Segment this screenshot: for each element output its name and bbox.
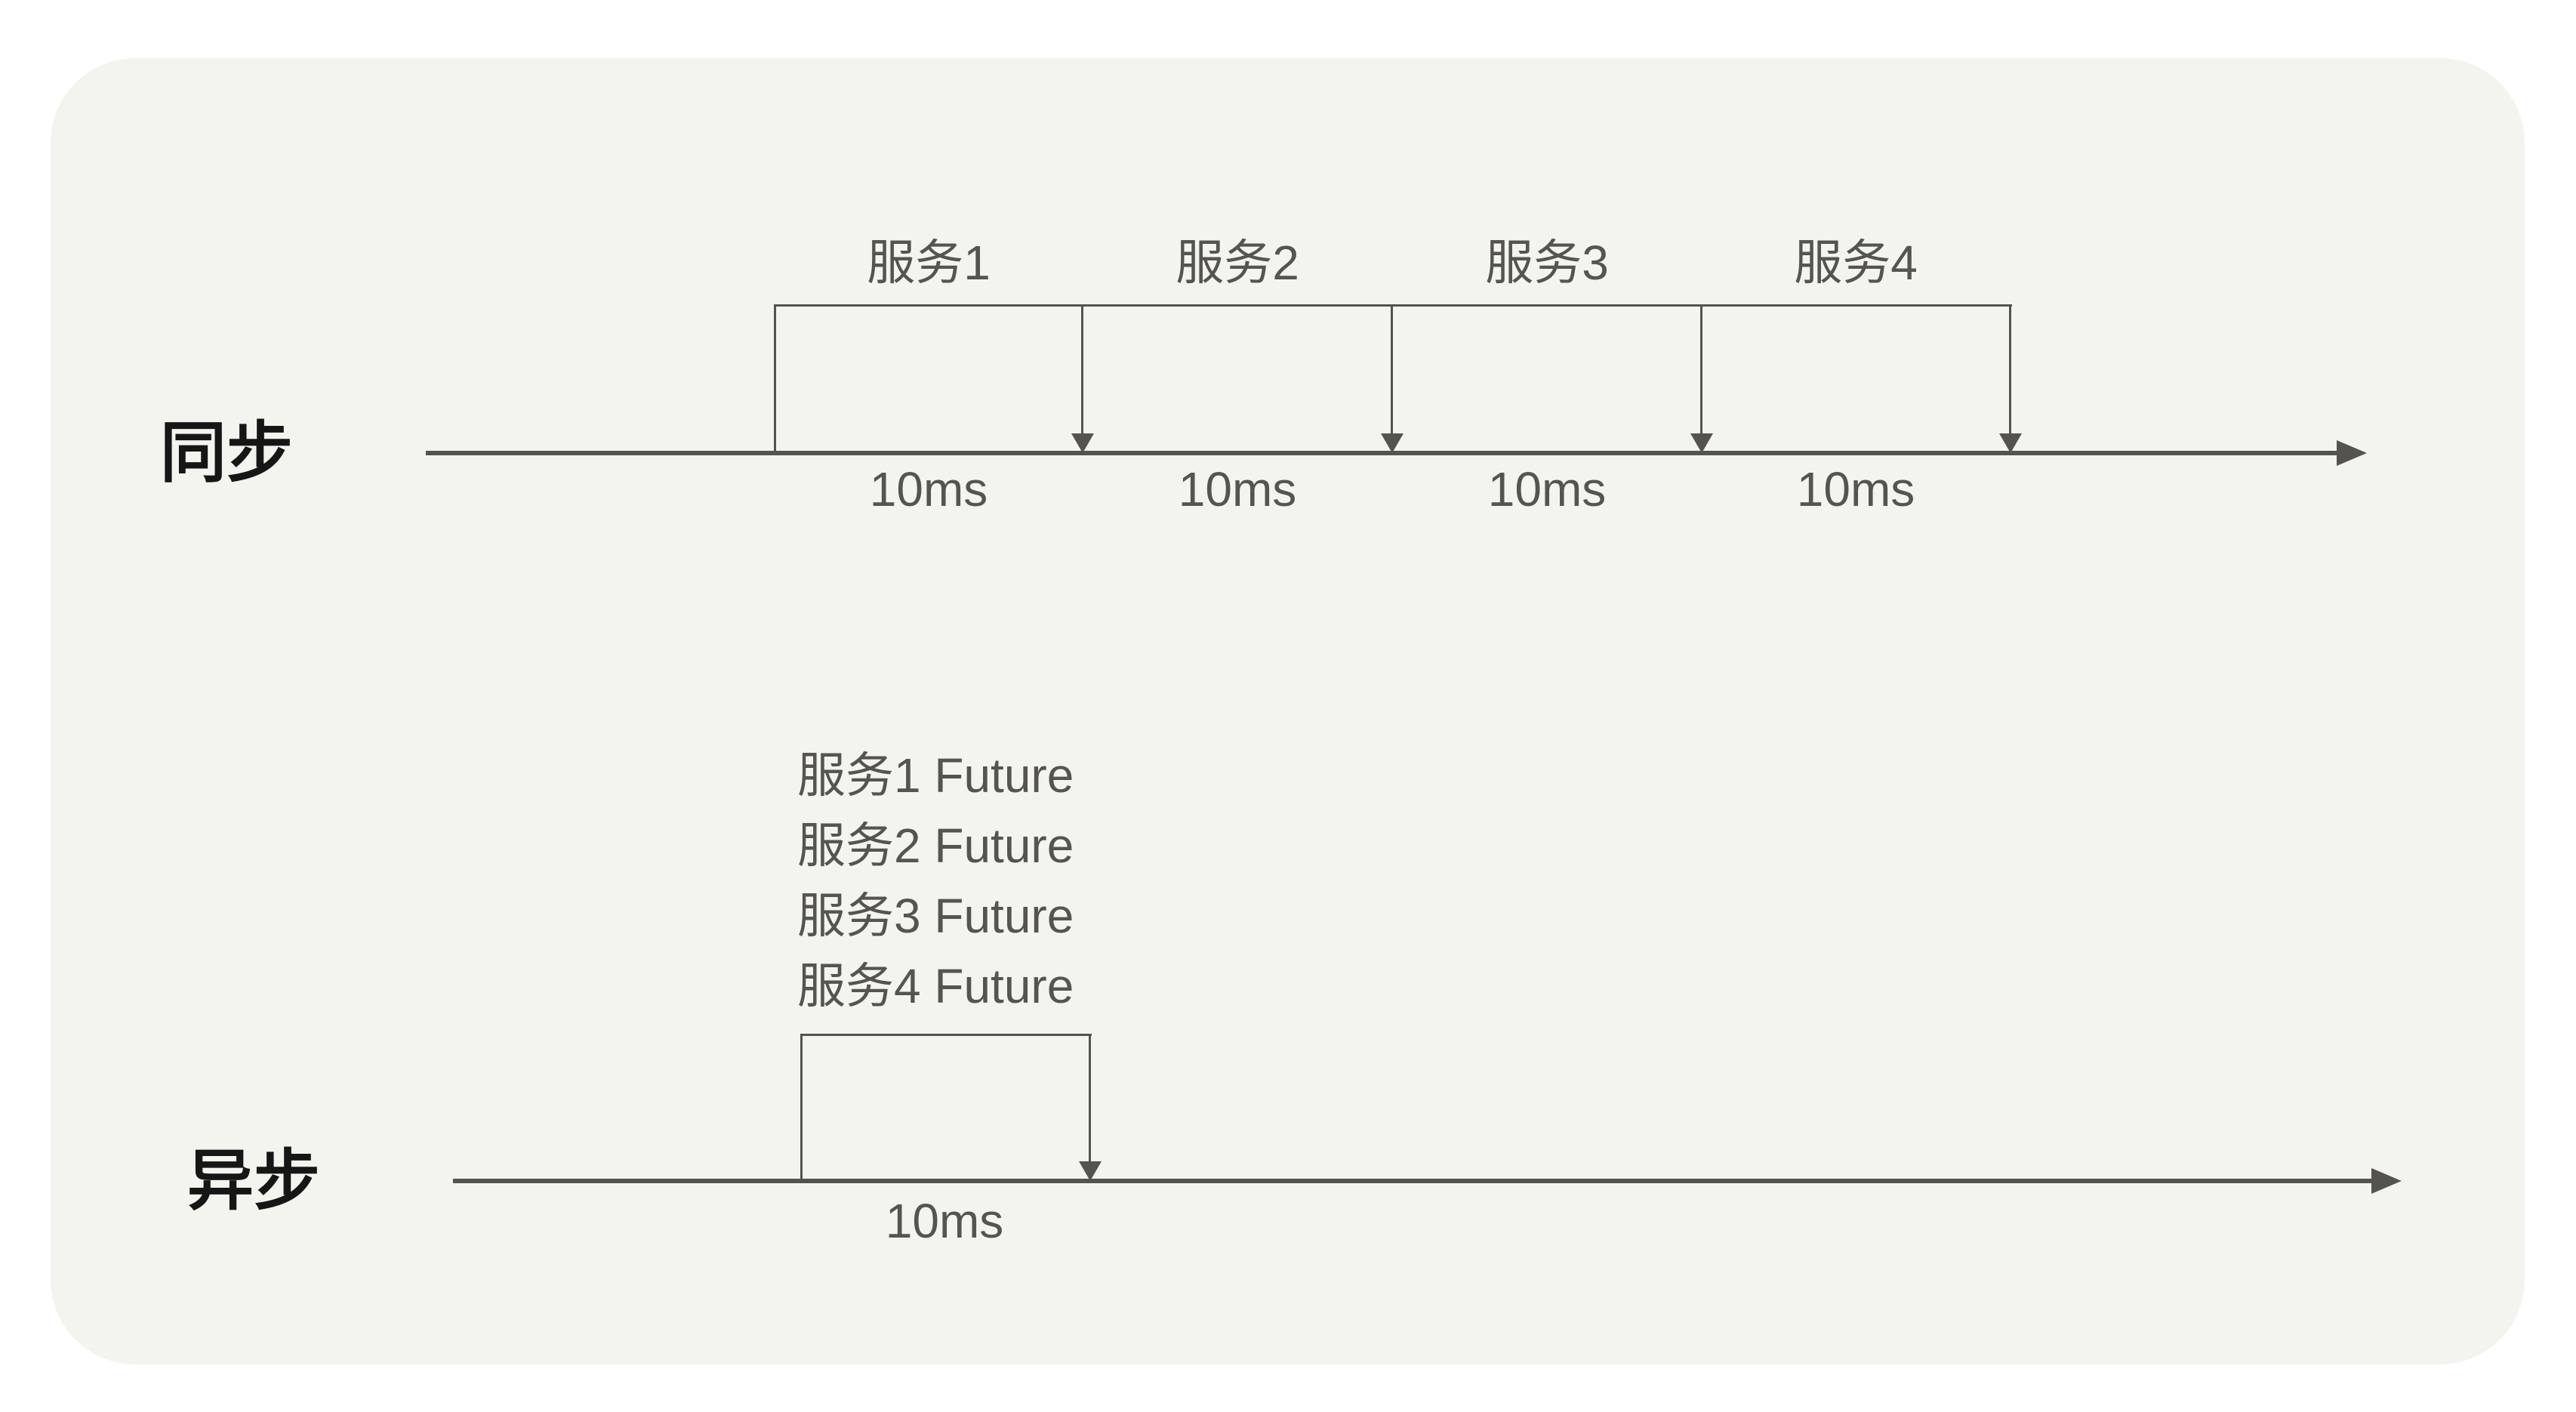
sync-step-arrow-stem-4 [2009,304,2011,434]
async-timeline-line [453,1179,2373,1183]
sync-step-arrow-stem-3 [1700,304,1702,434]
async-section-label: 异步 [186,1143,320,1218]
sync-duration-label-2: 10ms [1178,462,1297,516]
sync-step-arrowhead-4-icon [1999,433,2022,453]
sync-timeline-arrowhead-icon [2337,440,2367,466]
sync-service-label-3: 服务3 [1485,236,1609,290]
sync-bracket-top-line [774,304,2012,307]
diagram-card: 同步 服务1 服务2 服务3 服务4 10ms 10ms 10ms 10ms 异… [51,58,2525,1364]
async-bracket-top-line [800,1034,1092,1036]
async-bracket-start-line [800,1034,803,1181]
sync-step-arrow-stem-2 [1391,304,1393,434]
sync-service-label-4: 服务4 [1794,236,1918,290]
async-future-label-2: 服务2 Future [797,819,1074,873]
sync-service-label-1: 服务1 [867,236,991,290]
sync-duration-label-4: 10ms [1796,462,1915,516]
sync-duration-label-3: 10ms [1487,462,1607,516]
sync-step-arrowhead-1-icon [1071,433,1094,453]
async-step-arrow-stem [1089,1034,1091,1163]
sync-bracket-start-line [774,304,776,453]
async-future-label-4: 服务4 Future [797,959,1074,1013]
async-step-arrowhead-icon [1079,1161,1102,1181]
sync-step-arrow-stem-1 [1081,304,1083,434]
sync-section-label: 同步 [159,415,293,490]
async-future-label-3: 服务3 Future [797,889,1074,943]
sync-step-arrowhead-3-icon [1690,433,1713,453]
async-timeline-arrowhead-icon [2371,1168,2402,1194]
sync-service-label-2: 服务2 [1176,236,1299,290]
sync-duration-label-1: 10ms [869,462,988,516]
async-duration-label: 10ms [885,1194,1004,1248]
sync-step-arrowhead-2-icon [1381,433,1404,453]
sync-timeline-line [426,451,2338,455]
async-future-label-1: 服务1 Future [797,748,1074,803]
